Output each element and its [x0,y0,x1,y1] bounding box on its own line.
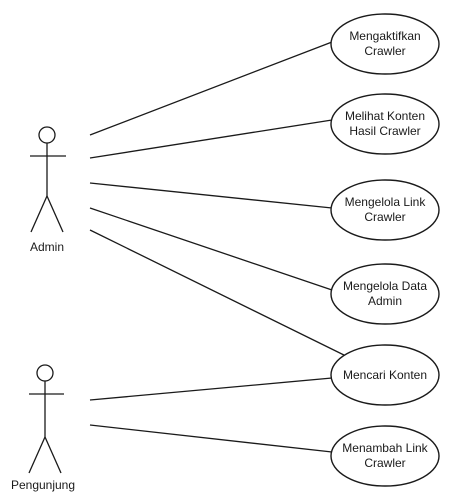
actor-pengunjung-left-leg [28,436,46,474]
association-pengunjung-mencari-konten [89,377,333,401]
actor-admin-head [38,126,56,144]
usecase-mengelola-data-admin [330,263,440,325]
actor-admin-label: Admin [29,240,64,254]
association-admin-melihat-konten [89,119,333,159]
actor-admin-right-leg [46,195,64,233]
actor-admin-left-leg [30,195,48,233]
actor-pengunjung-head [36,364,54,382]
usecase-label-melihat-konten-hasil-crawler: Melihat Konten Hasil Crawler [344,109,426,138]
usecase-label-mengelola-data-admin: Mengelola Data Admin [342,279,428,308]
usecase-menambah-link-crawler [330,425,440,487]
usecase-label-mencari-konten: Mencari Konten [342,368,428,382]
actor-pengunjung-label: Pengunjung [10,478,76,492]
association-admin-mengelola-link [89,182,333,209]
association-admin-mengelola-data [89,207,333,291]
usecase-label-mengelola-link-crawler: Mengelola Link Crawler [344,195,426,224]
association-pengunjung-menambah-link [89,424,333,453]
association-admin-mencari-konten [89,229,351,359]
actor-admin [30,126,66,233]
usecase-label-mengaktifkan-crawler: Mengaktifkan Crawler [349,29,421,58]
actor-pengunjung [28,364,64,474]
usecase-melihat-konten-hasil-crawler [330,93,440,155]
association-admin-mengaktifkan-crawler [89,41,333,136]
usecase-mengaktifkan-crawler [330,13,440,75]
usecase-mencari-konten [330,344,440,406]
usecase-mengelola-link-crawler [330,179,440,241]
usecase-label-menambah-link-crawler: Menambah Link Crawler [342,441,428,470]
actor-pengunjung-right-leg [44,436,62,474]
